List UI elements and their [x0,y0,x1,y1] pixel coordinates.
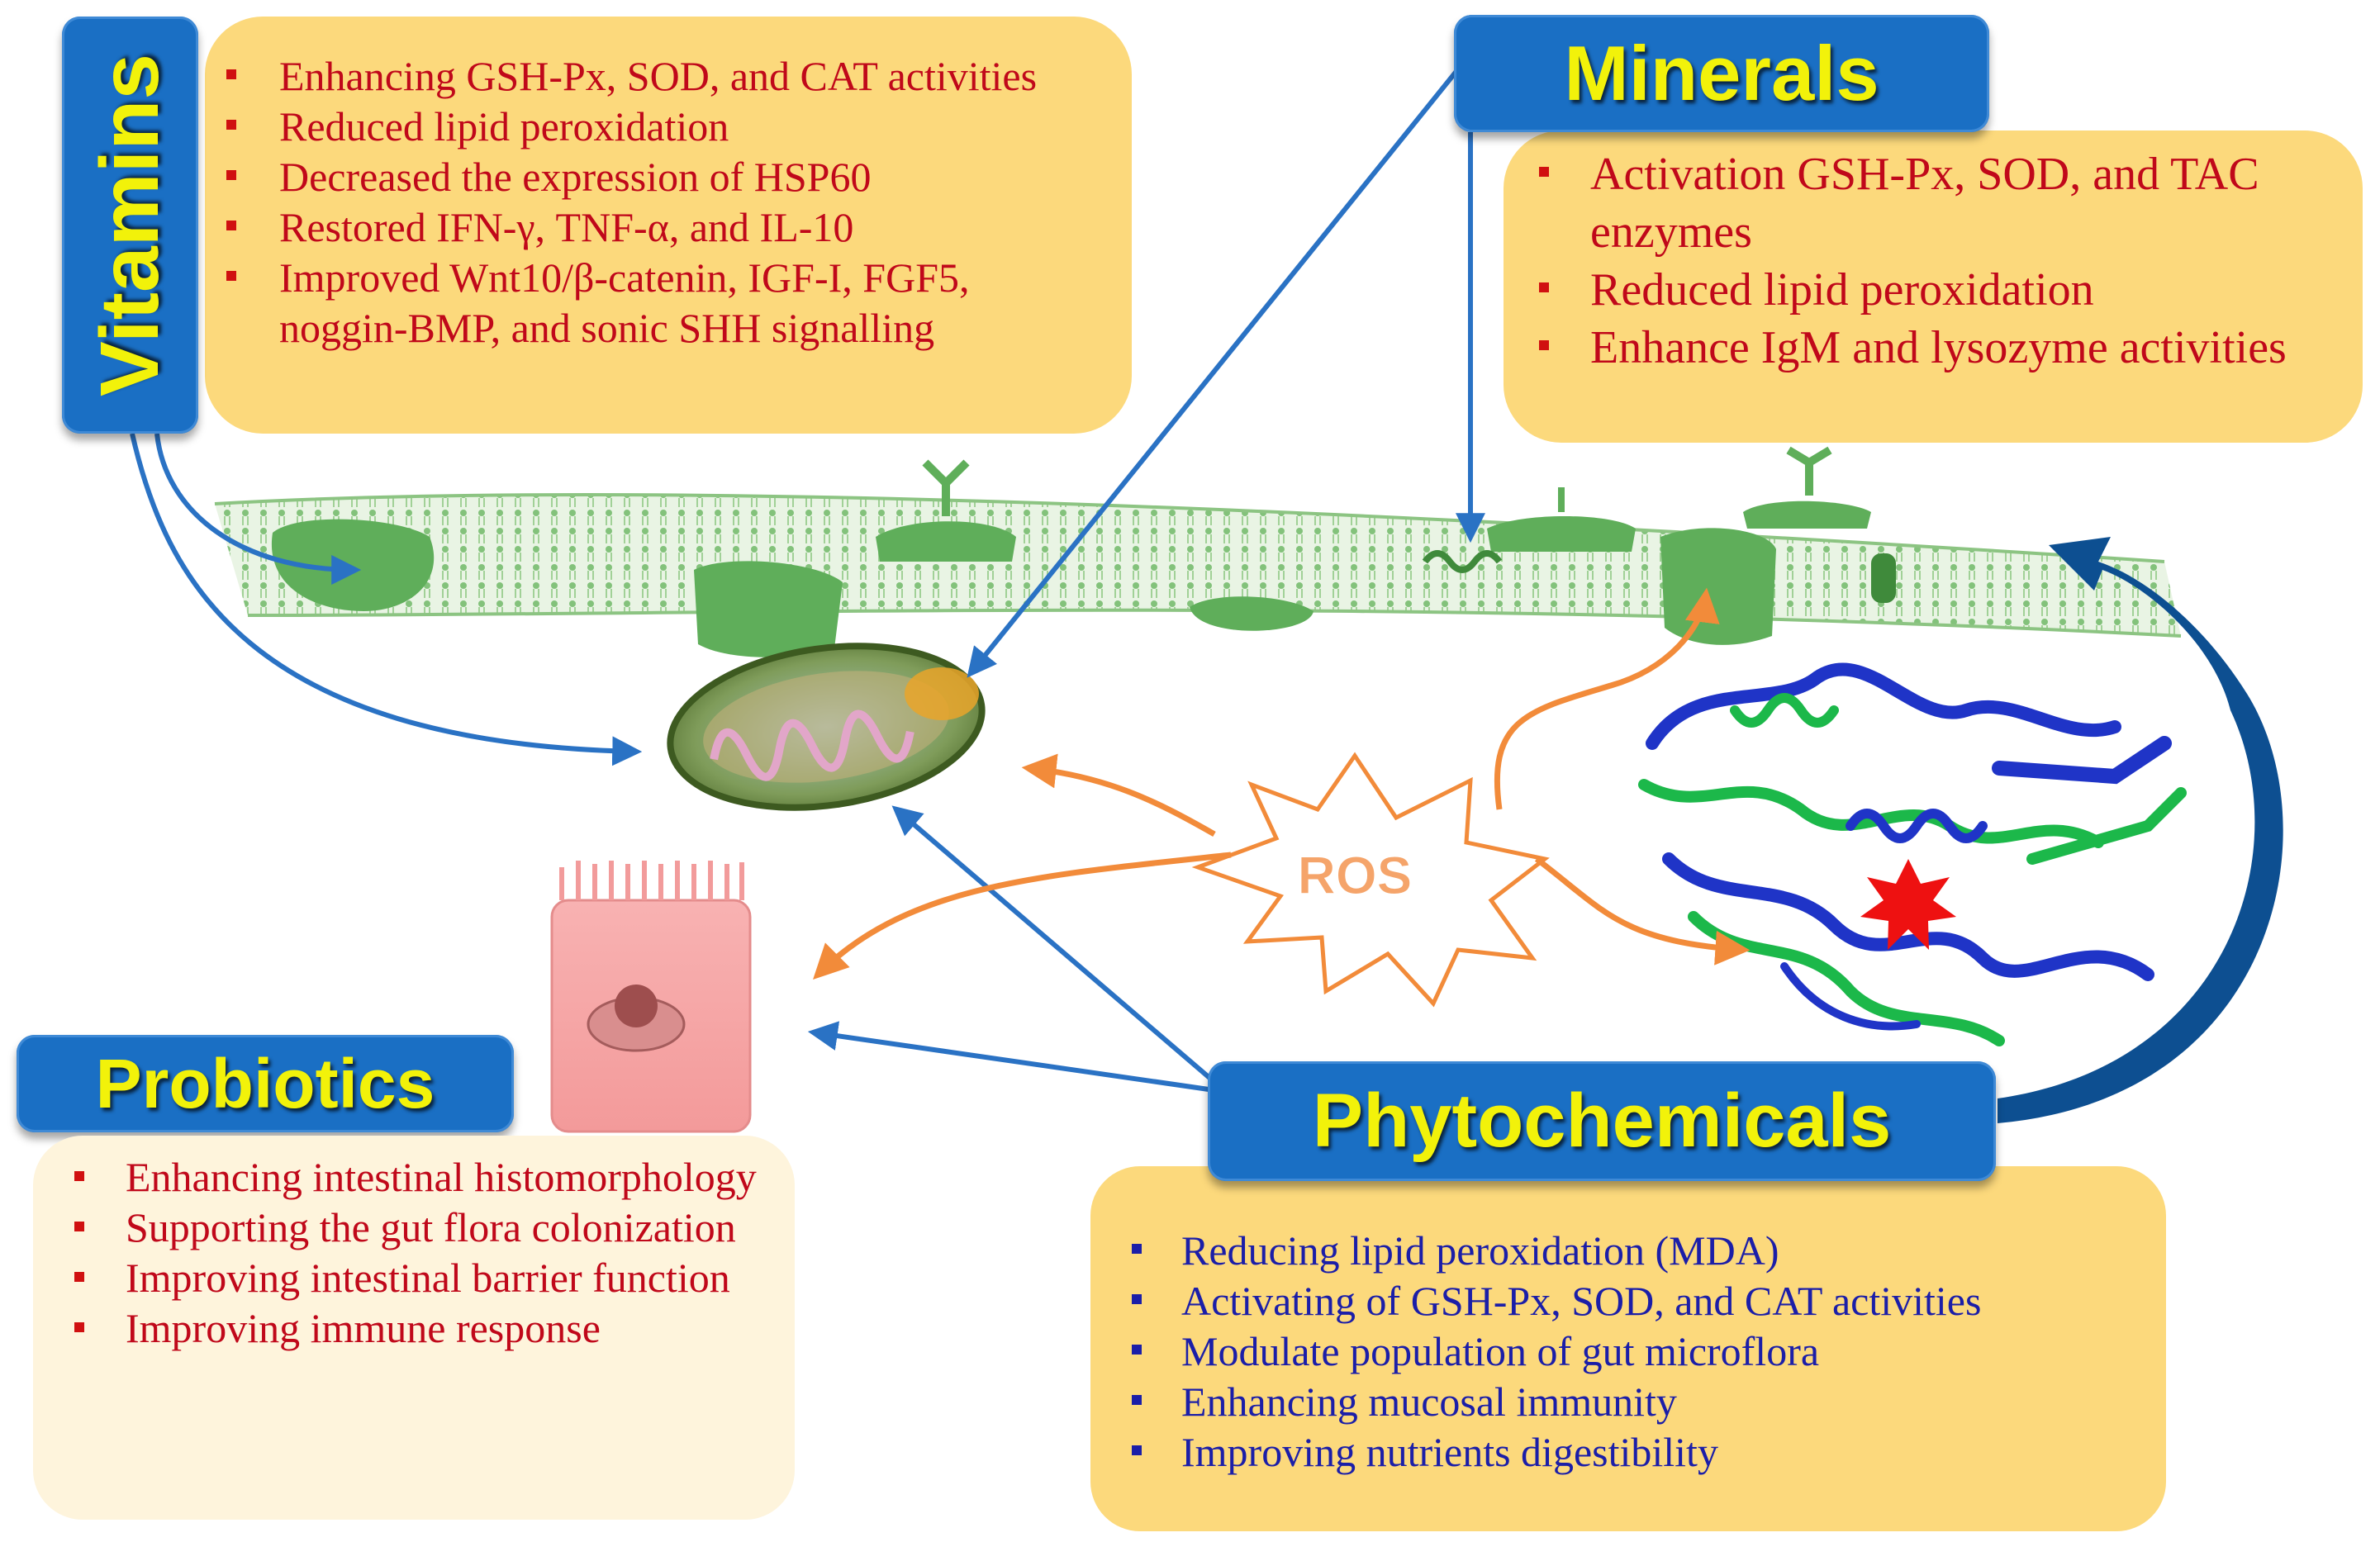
probiotics-title: Probiotics [95,1044,435,1122]
minerals-item: Reduced lipid peroxidation [1539,261,2338,319]
blue-arrows [130,64,1485,1093]
probiotics-effects-box: Enhancing intestinal histomorphology Sup… [33,1136,795,1520]
ros-burst [1191,752,1550,1008]
membrane-receptor [876,521,1016,562]
phytochemicals-item: Reducing lipid peroxidation (MDA) [1132,1226,2141,1276]
ros-label: ROS [1298,846,1413,905]
minerals-title-box: Minerals [1454,15,1989,132]
protein-damage-star [1860,859,1956,950]
vitamins-item: Reduced lipid peroxidation [226,102,1099,152]
phytochemicals-title-box: Phytochemicals [1208,1061,1996,1181]
membrane-receptor-2 [1487,516,1636,552]
vitamins-item: Restored IFN-γ, TNF-α, and IL-10 [226,202,1099,253]
membrane-receptor-3 [1743,501,1871,529]
vitamins-item: Decreased the expression of HSP60 [226,152,1099,202]
vitamins-effects-box: Enhancing GSH-Px, SOD, and CAT activitie… [205,17,1132,434]
vitamins-item: Enhancing GSH-Px, SOD, and CAT activitie… [226,51,1099,102]
probiotics-item: Improving immune response [74,1303,770,1354]
intestinal-cell [550,861,752,1133]
cell-membrane [214,446,2182,657]
minerals-item: Activation GSH-Px, SOD, and TAC enzymes [1539,145,2338,261]
membrane-protein-2 [1190,596,1314,631]
vitamins-item: Improved Wnt10/β-catenin, IGF-I, FGF5, n… [226,253,1099,353]
minerals-effects-box: Activation GSH-Px, SOD, and TAC enzymes … [1504,130,2363,443]
probiotics-item: Enhancing intestinal histomorphology [74,1152,770,1203]
phytochemicals-title: Phytochemicals [1312,1079,1892,1163]
minerals-item: Enhance IgM and lysozyme activities [1539,319,2338,377]
phytochemicals-effects-box: Reducing lipid peroxidation (MDA) Activa… [1090,1166,2166,1531]
phytochemicals-item: Modulate population of gut microflora [1132,1326,2141,1377]
probiotics-item: Supporting the gut flora colonization [74,1203,770,1253]
probiotics-item: Improving intestinal barrier function [74,1253,770,1303]
vitamins-title: Vitamins [83,54,176,396]
mitochondrion [667,643,986,811]
minerals-title: Minerals [1564,30,1879,116]
phytochemicals-item: Enhancing mucosal immunity [1132,1377,2141,1427]
membrane-channel-2 [1660,528,1776,645]
protein-structure [1638,662,2187,1046]
probiotics-title-box: Probiotics [17,1035,514,1132]
orange-arrows [813,587,1751,980]
vitamins-title-box: Vitamins [62,17,198,434]
phytochemicals-item: Activating of GSH-Px, SOD, and CAT activ… [1132,1276,2141,1326]
phytochemicals-item: Improving nutrients digestibility [1132,1427,2141,1478]
membrane-channel [694,561,843,657]
phytochemicals-curved-arrow [1998,537,2283,1123]
